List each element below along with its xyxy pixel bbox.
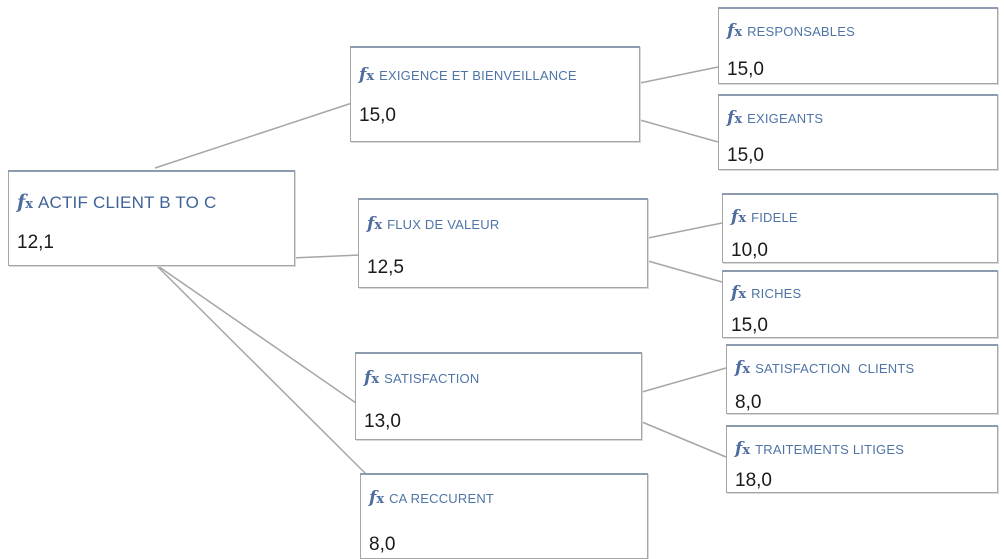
node-label: SATISFACTION xyxy=(384,371,480,386)
node-exigence-bienveillance[interactable]: fx EXIGENCE ET BIENVEILLANCE 15,0 xyxy=(350,46,640,142)
node-value: 15,0 xyxy=(359,105,396,126)
fx-function-icon: fx xyxy=(731,283,747,303)
fx-function-icon: fx xyxy=(359,65,375,85)
node-fidele[interactable]: fx FIDELE 10,0 xyxy=(722,193,998,263)
node-ca-reccurent[interactable]: fx CA RECCURENT 8,0 xyxy=(360,473,648,559)
node-label: FIDELE xyxy=(751,210,798,225)
node-exigeants[interactable]: fx EXIGEANTS 15,0 xyxy=(718,94,998,170)
node-label: RICHES xyxy=(751,286,802,301)
node-label: EXIGENCE ET BIENVEILLANCE xyxy=(379,68,577,83)
fx-function-icon: fx xyxy=(731,207,747,227)
connector-satisfaction-clients xyxy=(641,367,727,393)
node-value: 15,0 xyxy=(731,315,768,336)
node-value: 18,0 xyxy=(735,470,772,491)
connector-root-satisfaction xyxy=(154,263,357,404)
node-flux-de-valeur[interactable]: fx FLUX DE VALEUR 12,5 xyxy=(358,198,648,288)
fx-function-icon: fx xyxy=(735,358,751,378)
node-value: 15,0 xyxy=(727,59,764,80)
connector-root-exigence xyxy=(154,102,353,169)
node-value: 8,0 xyxy=(735,392,762,413)
node-riches[interactable]: fx RICHES 15,0 xyxy=(722,270,998,338)
node-value: 12,5 xyxy=(367,257,404,278)
fx-function-icon: fx xyxy=(17,191,33,213)
fx-function-icon: fx xyxy=(367,214,383,234)
node-responsables[interactable]: fx RESPONSABLES 15,0 xyxy=(718,7,998,84)
node-label: TRAITEMENTS LITIGES xyxy=(755,442,905,457)
node-actif-client[interactable]: fx ACTIF CLIENT B TO C 12,1 xyxy=(8,170,295,266)
connector-flux-fidele xyxy=(647,222,723,239)
fx-function-icon: fx xyxy=(727,108,743,128)
node-value: 12,1 xyxy=(17,232,54,253)
fx-function-icon: fx xyxy=(735,439,751,459)
node-value: 10,0 xyxy=(731,240,768,261)
node-satisfaction-clients[interactable]: fx SATISFACTION CLIENTS 8,0 xyxy=(726,344,998,414)
node-label: FLUX DE VALEUR xyxy=(387,217,500,232)
node-label: ACTIF CLIENT B TO C xyxy=(37,193,217,212)
fx-function-icon: fx xyxy=(727,21,743,41)
connector-satisfaction-litiges xyxy=(641,421,727,458)
fx-function-icon: fx xyxy=(369,488,385,508)
connector-exigence-exigeants xyxy=(639,119,719,143)
node-traitements-litiges[interactable]: fx TRAITEMENTS LITIGES 18,0 xyxy=(726,425,998,493)
node-value: 13,0 xyxy=(364,411,401,432)
connector-root-ca xyxy=(154,263,369,477)
node-satisfaction[interactable]: fx SATISFACTION 13,0 xyxy=(355,352,642,440)
node-value: 15,0 xyxy=(727,145,764,166)
connector-flux-riches xyxy=(647,260,723,283)
fx-function-icon: fx xyxy=(364,368,380,388)
node-label: CA RECCURENT xyxy=(389,491,495,506)
node-value: 8,0 xyxy=(369,534,396,555)
connector-exigence-responsables xyxy=(639,66,719,84)
node-label: RESPONSABLES xyxy=(747,24,855,39)
node-label: SATISFACTION CLIENTS xyxy=(755,361,915,376)
node-label: EXIGEANTS xyxy=(747,111,824,126)
